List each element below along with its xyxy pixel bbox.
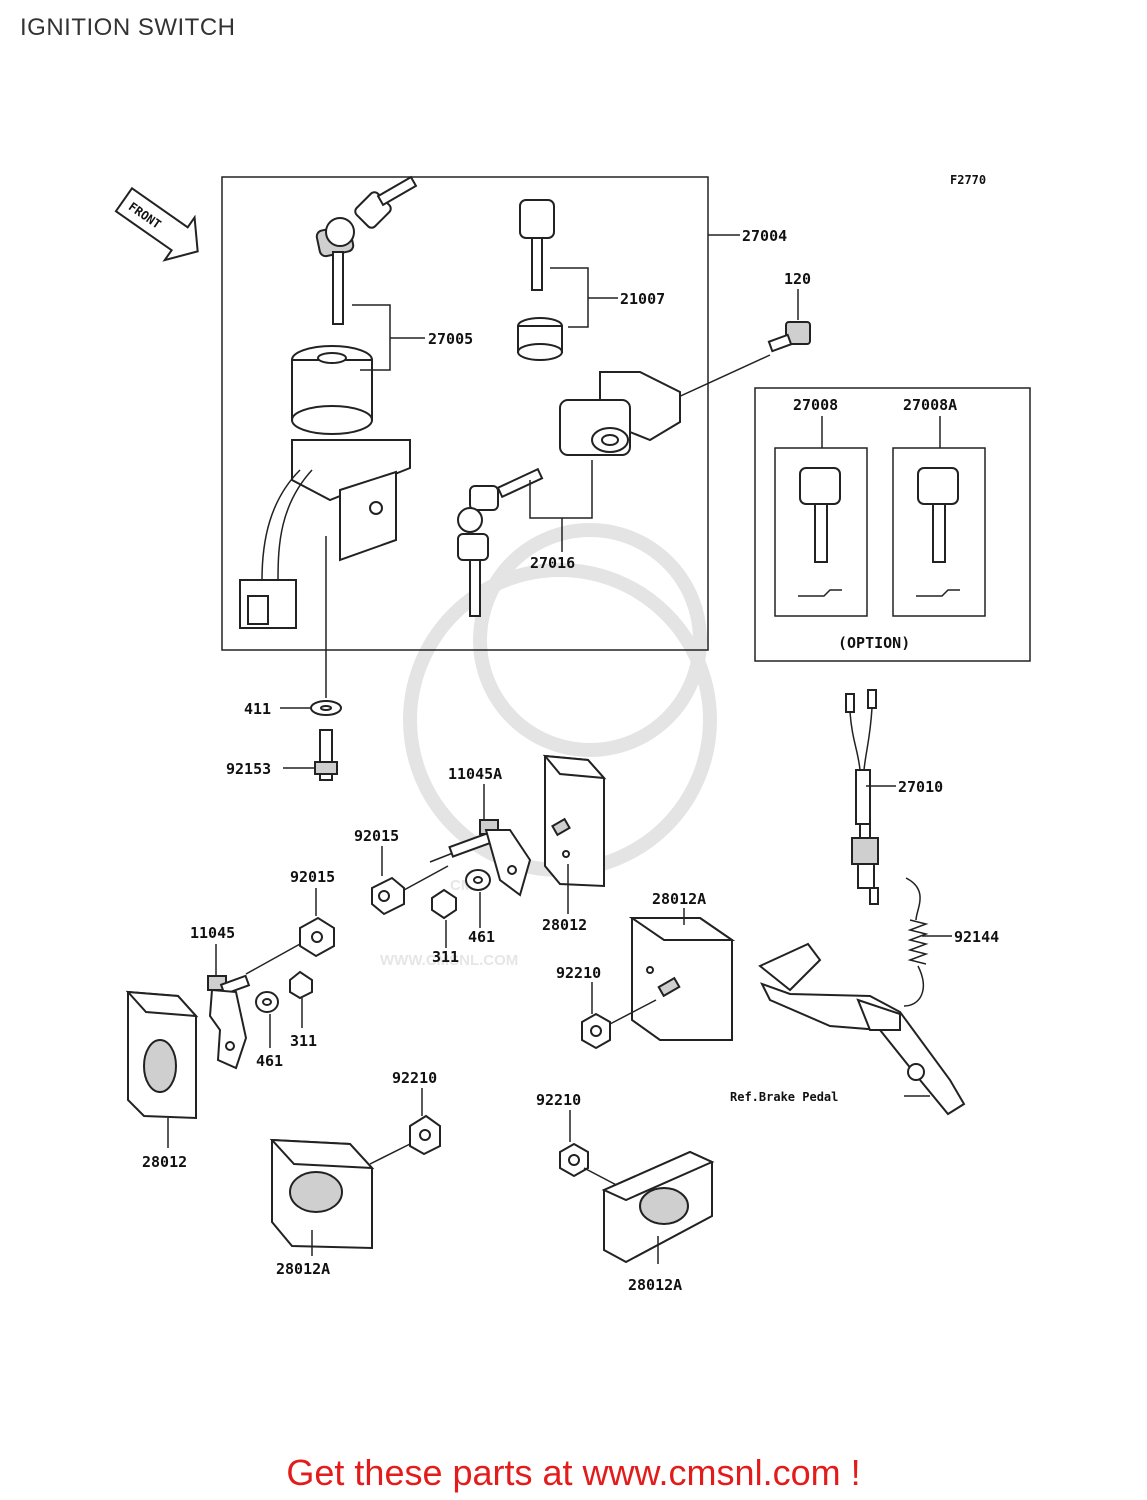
part-label-28012a-lower-left: 28012A	[276, 1260, 330, 1278]
ref-brake-pedal-label: Ref.Brake Pedal	[730, 1090, 838, 1104]
seat-lock-assembly	[559, 371, 681, 456]
bolt-120	[767, 321, 811, 353]
washer-461-lower	[255, 991, 279, 1013]
seat-lock-key-and-cap	[517, 199, 563, 361]
part-label-461-lower: 461	[256, 1052, 283, 1070]
part-label-27004: 27004	[742, 227, 787, 245]
damper-92210-lower-left	[409, 1114, 441, 1156]
nut-92015-upper	[371, 876, 405, 916]
footrest-pad-28012a-lower-right	[601, 1150, 715, 1264]
option-keys-frame	[754, 387, 1031, 662]
damper-92210-lower-right	[559, 1142, 589, 1178]
bracket-11045	[207, 974, 251, 1070]
part-label-92015-lower: 92015	[290, 868, 335, 886]
watermark-url: WWW.CMSNL.COM	[380, 952, 518, 969]
part-label-28012-left: 28012	[142, 1153, 187, 1171]
part-label-28012a-lower-right: 28012A	[628, 1276, 682, 1294]
part-label-27008: 27008	[793, 396, 838, 414]
footrest-pad-28012-center	[542, 754, 607, 888]
part-label-11045: 11045	[190, 924, 235, 942]
washer-461-upper	[465, 869, 491, 891]
part-label-92015-upper: 92015	[354, 827, 399, 845]
nut-311-upper	[431, 888, 457, 920]
figure-code: F2770	[950, 173, 986, 187]
option-key-card-27008a	[892, 447, 986, 617]
front-arrow-icon: FRONT	[114, 186, 199, 262]
part-label-28012-center: 28012	[542, 916, 587, 934]
part-label-92210-lower-right: 92210	[536, 1091, 581, 1109]
option-key-27008a	[916, 467, 960, 597]
ignition-switch-set-frame	[221, 176, 709, 651]
part-label-411: 411	[244, 700, 271, 718]
part-label-92144: 92144	[954, 928, 999, 946]
part-label-92210-middle: 92210	[556, 964, 601, 982]
option-label: (OPTION)	[838, 634, 910, 652]
part-label-28012a-upper: 28012A	[652, 890, 706, 908]
option-key-card-27008	[774, 447, 868, 617]
page-title: IGNITION SWITCH	[20, 14, 236, 41]
seat-lock-keys	[457, 467, 544, 617]
part-label-92153: 92153	[226, 760, 271, 778]
brake-pedal-reference	[758, 942, 966, 1116]
part-label-311-lower: 311	[290, 1032, 317, 1050]
part-label-11045a: 11045A	[448, 765, 502, 783]
part-label-27005: 27005	[428, 330, 473, 348]
footer-cta-link[interactable]: Get these parts at www.cmsnl.com !	[286, 1452, 861, 1493]
damper-92210-middle	[581, 1012, 611, 1050]
nut-92015-lower	[299, 916, 335, 958]
nut-311-lower	[289, 970, 313, 1000]
spring-92144	[903, 877, 929, 1007]
part-label-27010: 27010	[898, 778, 943, 796]
part-label-92210-lower-left: 92210	[392, 1069, 437, 1087]
part-label-120: 120	[784, 270, 811, 288]
bracket-11045a	[429, 819, 532, 897]
brake-light-switch-27010	[845, 689, 879, 905]
footrest-pad-28012a-lower-left	[269, 1138, 375, 1250]
part-label-27008a: 27008A	[903, 396, 957, 414]
footrest-pad-28012-left	[125, 990, 199, 1120]
bolt-92153	[314, 729, 338, 781]
option-key-27008	[798, 467, 842, 597]
ignition-switch-body	[239, 345, 411, 629]
part-label-21007: 21007	[620, 290, 665, 308]
part-label-27016: 27016	[530, 554, 575, 572]
ignition-keys-illustration	[315, 175, 418, 325]
part-label-461-upper: 461	[468, 928, 495, 946]
footrest-pad-28012a-right-upper	[628, 917, 736, 1041]
part-label-311-upper: 311	[432, 948, 459, 966]
